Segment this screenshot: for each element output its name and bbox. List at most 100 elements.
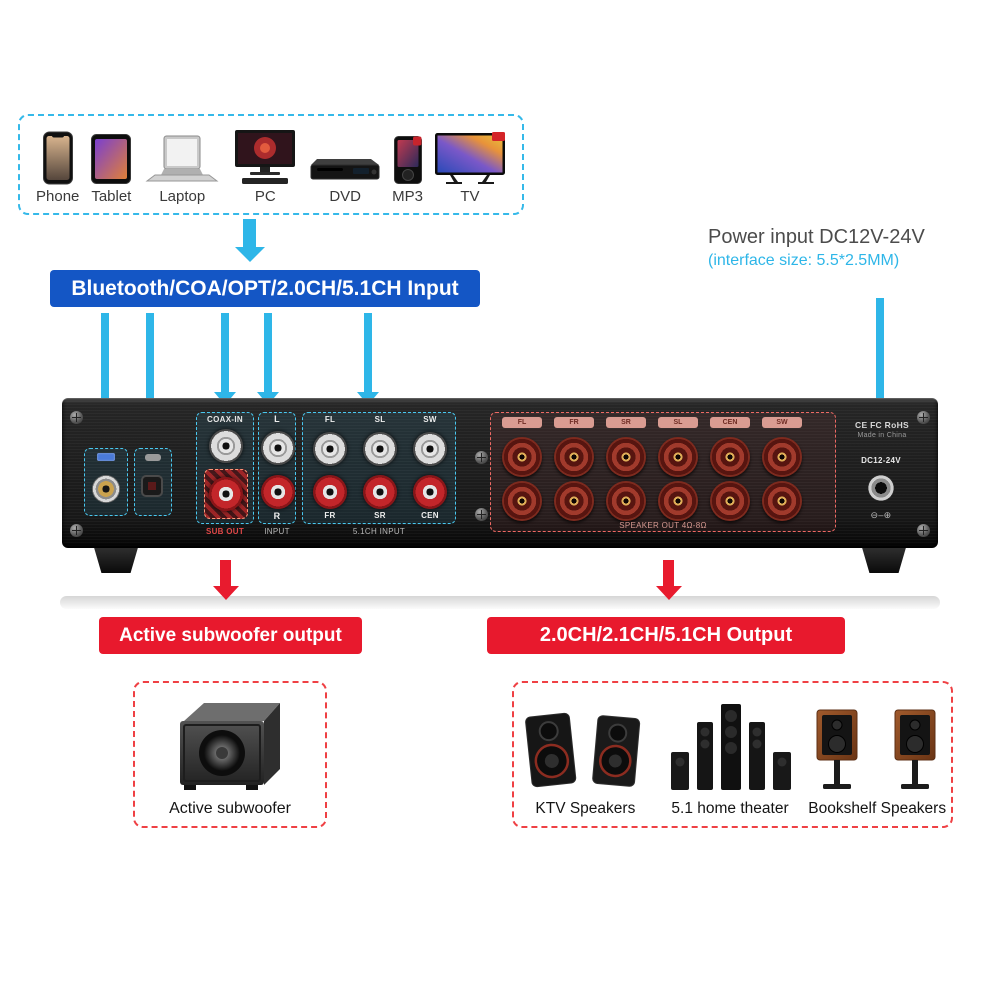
speakers-box: KTV Speakers	[512, 681, 953, 828]
subwoofer-banner: Active subwoofer output	[99, 617, 362, 654]
power-note: Power input DC12V-24V (interface size: 5…	[708, 226, 968, 270]
screw-icon	[475, 508, 488, 521]
coax-section: COAX-IN	[196, 412, 254, 524]
51ch-sw-label: SW	[423, 415, 437, 424]
dc-jack-label: DC12-24V	[861, 456, 901, 465]
bookshelf-speakers-icon	[807, 700, 947, 800]
post-label-sw: SW	[762, 417, 802, 428]
source-devices-box: Phone Tablet	[18, 114, 524, 215]
device-laptop: Laptop	[143, 127, 221, 205]
arrow-to-subwoofer-banner	[220, 560, 231, 586]
post-label-sr: SR	[606, 417, 646, 428]
device-pc: PC	[232, 127, 298, 205]
tablet-icon	[90, 127, 132, 185]
51ch-sl-jack	[363, 432, 397, 466]
device-label: Phone	[36, 188, 80, 205]
device-label: TV	[460, 188, 480, 205]
input-banner: Bluetooth/COA/OPT/2.0CH/5.1CH Input	[50, 270, 480, 307]
binding-post	[554, 437, 594, 477]
device-mp3: MP3	[392, 127, 423, 205]
screw-icon	[70, 411, 83, 424]
speakers-caption: 5.1 home theater	[671, 800, 789, 817]
speakers-home-theater: 5.1 home theater	[655, 691, 806, 818]
output-banner: 2.0CH/2.1CH/5.1CH Output	[487, 617, 845, 654]
speaker-section-label: SPEAKER OUT 4Ω-8Ω	[619, 521, 707, 530]
dc-power-jack	[868, 475, 894, 501]
arrow-to-dc-jack	[876, 298, 884, 415]
post-label-fl: FL	[502, 417, 542, 428]
stereo-input-section: L R	[258, 412, 296, 524]
amp-rear-panel: COAX-IN SUB OUT L R INPUT FL SL SW FR SR	[62, 398, 938, 548]
51ch-cen-label: CEN	[421, 511, 439, 520]
screw-icon	[917, 411, 930, 424]
bt-tag-icon	[97, 453, 115, 461]
stereo-section-label: INPUT	[264, 527, 290, 536]
arrow-devices-to-input	[243, 219, 256, 247]
51ch-sw-jack	[413, 432, 447, 466]
51ch-fl-jack	[313, 432, 347, 466]
51ch-sr-jack	[363, 475, 397, 509]
51ch-section-label: 5.1CH INPUT	[352, 527, 406, 536]
51ch-sr-label: SR	[374, 511, 386, 520]
51ch-fr-label: FR	[324, 511, 336, 520]
stereo-left-label: L	[274, 414, 280, 424]
certifications-label: CE FC RoHS	[855, 420, 909, 430]
device-tv: TV	[434, 127, 506, 205]
binding-post	[554, 481, 594, 521]
post-label-sl: SL	[658, 417, 698, 428]
optical-port	[141, 475, 163, 497]
binding-post	[710, 437, 750, 477]
stereo-left-jack	[261, 431, 295, 465]
mp3-player-icon	[393, 127, 423, 185]
device-dvd: DVD	[309, 127, 381, 205]
binding-post	[606, 481, 646, 521]
device-label: DVD	[329, 188, 362, 205]
screw-icon	[917, 524, 930, 537]
device-row: Phone Tablet	[20, 116, 522, 213]
arrow-to-output-banner	[663, 560, 674, 586]
arrow-to-bt-antenna	[101, 313, 109, 423]
power-note-title: Power input DC12V-24V	[708, 226, 925, 248]
post-label-cen: CEN	[710, 417, 750, 428]
coax-in-jack	[209, 429, 243, 463]
input-banner-label: Bluetooth/COA/OPT/2.0CH/5.1CH Input	[71, 276, 459, 300]
speaker-output-section: FL FR SR SL CEN SW SPEAKER OUT 4Ω-8Ω	[490, 412, 836, 532]
arrow-to-coax	[221, 313, 229, 392]
pc-icon	[232, 127, 298, 185]
ktv-speakers-icon	[521, 703, 649, 800]
device-label: Laptop	[159, 188, 206, 205]
arrow-to-optical	[146, 313, 154, 423]
laptop-icon	[143, 127, 221, 185]
sub-out-label: SUB OUT	[205, 527, 245, 536]
binding-post	[710, 481, 750, 521]
dvd-player-icon	[309, 127, 381, 185]
optical-tag-icon	[145, 454, 161, 461]
device-label: PC	[254, 188, 276, 205]
phone-icon	[42, 127, 74, 185]
speakers-ktv: KTV Speakers	[516, 691, 655, 818]
optical-input-section	[134, 448, 172, 516]
post-label-fr: FR	[554, 417, 594, 428]
amp-shadow	[60, 596, 940, 609]
binding-post	[606, 437, 646, 477]
binding-post	[658, 481, 698, 521]
polarity-label: ⊖–⊕	[870, 510, 892, 520]
home-theater-icon	[655, 700, 805, 800]
binding-post	[502, 437, 542, 477]
51ch-input-section: FL SL SW FR SR CEN	[302, 412, 456, 524]
binding-post	[502, 481, 542, 521]
51ch-fl-label: FL	[324, 415, 336, 424]
screw-icon	[70, 524, 83, 537]
device-label: MP3	[392, 188, 423, 205]
device-tablet: Tablet	[90, 127, 132, 205]
speakers-caption: KTV Speakers	[535, 800, 636, 817]
binding-post	[762, 437, 802, 477]
bt-antenna-connector	[92, 475, 120, 503]
subwoofer-banner-label: Active subwoofer output	[119, 624, 342, 646]
stereo-right-label: R	[273, 511, 281, 521]
screw-icon	[475, 451, 488, 464]
amp-foot	[862, 548, 906, 573]
subwoofer-icon	[174, 695, 286, 798]
sub-out-jack	[209, 477, 243, 511]
